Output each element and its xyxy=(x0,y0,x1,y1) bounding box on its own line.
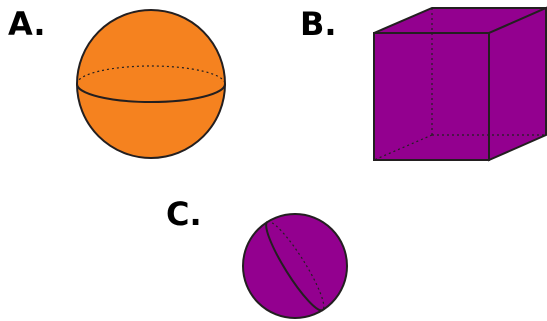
label-b: B. xyxy=(300,5,337,43)
orange-sphere-body xyxy=(76,9,226,159)
label-c: C. xyxy=(166,195,202,233)
cube-hidden-edge-depth xyxy=(373,134,433,161)
cube-front-face xyxy=(373,32,490,161)
purple-sphere-great-circle-front xyxy=(265,221,324,312)
purple-sphere xyxy=(242,213,348,319)
orange-sphere-equator-back xyxy=(76,65,226,85)
label-a: A. xyxy=(8,5,46,43)
purple-cube xyxy=(373,6,547,162)
purple-sphere-great-circle-back xyxy=(267,220,325,311)
cube-side-face xyxy=(488,6,547,162)
orange-sphere xyxy=(76,9,226,159)
purple-sphere-body xyxy=(242,213,348,319)
orange-sphere-equator-front xyxy=(76,83,226,103)
